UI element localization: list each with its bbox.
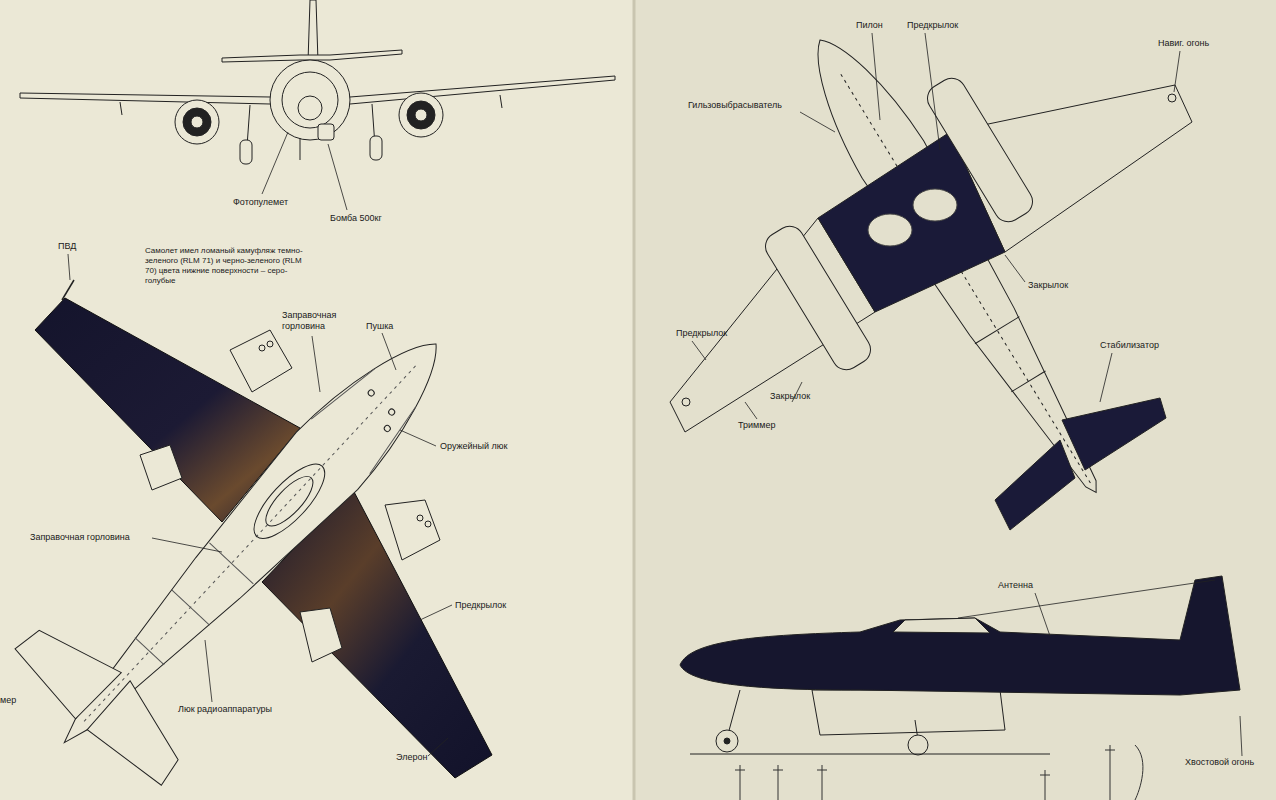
- part-label: Навиг. огонь: [1158, 38, 1209, 49]
- part-label: ПВД: [58, 241, 76, 252]
- part-label: Оружейный люк: [440, 441, 507, 452]
- left-page: [0, 0, 634, 800]
- part-label: Антенна: [998, 580, 1033, 591]
- gutter: [633, 0, 636, 800]
- part-label: Элерон: [396, 752, 427, 763]
- part-label: мер: [0, 695, 16, 706]
- part-label: Заправочная горловина: [282, 310, 344, 332]
- part-label: Бомба 500кг: [330, 213, 382, 224]
- part-label: Пилон: [856, 20, 883, 31]
- part-label: Предкрылок: [676, 328, 727, 339]
- part-label: Фотопулемет: [233, 197, 288, 208]
- front-view: [20, 0, 615, 164]
- part-label: Предкрылок: [907, 20, 958, 31]
- part-label: Пушка: [366, 321, 393, 332]
- part-label: Люк радиоаппаратуры: [178, 704, 272, 715]
- part-label: Гильзовыбрасыватель: [688, 100, 782, 111]
- top-view: [0, 276, 509, 800]
- part-label: Предкрылок: [455, 600, 506, 611]
- camouflage-note: Самолет имел ломаный камуфляж темно-зеле…: [145, 246, 310, 286]
- part-label: Заправочная горловина: [30, 532, 130, 543]
- leader-lines: [68, 33, 1242, 756]
- part-label: Хвостовой огонь: [1185, 757, 1254, 768]
- right-page: [634, 0, 1276, 800]
- part-label: Закрылок: [1028, 280, 1068, 291]
- side-view: [680, 576, 1240, 800]
- part-label: Триммер: [738, 420, 775, 431]
- part-label: Стабилизатор: [1100, 340, 1159, 351]
- part-label: Закрылок: [770, 391, 810, 402]
- bottom-view: [670, 21, 1192, 530]
